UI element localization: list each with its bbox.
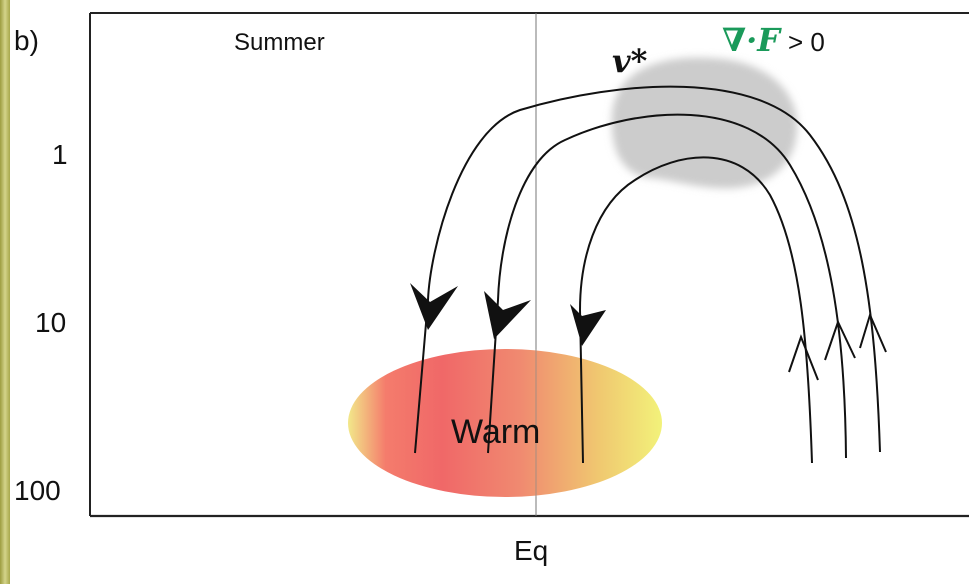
y-tick-label: 1 (52, 139, 68, 170)
season-label: Summer (234, 29, 325, 56)
flux-divergence-label: ∇·F> 0 (722, 21, 825, 59)
circulation-streamlines (414, 85, 881, 464)
plot-frame (89, 12, 969, 516)
side-strip (0, 0, 10, 584)
arrowhead-down-outer (410, 283, 458, 330)
arrowhead-down-middle (484, 291, 531, 339)
warm-label: Warm (451, 413, 540, 451)
upward-arrowheads (788, 312, 887, 381)
x-tick-label-equator: Eq (514, 535, 548, 566)
arrowhead-up-outer (859, 312, 887, 353)
arrowhead-up-middle (824, 319, 856, 361)
flux-relation: > 0 (788, 27, 825, 57)
y-tick-label: 10 (35, 307, 66, 338)
streamline-outer (414, 85, 881, 454)
arrowhead-down-inner (570, 304, 606, 346)
forcing-region (611, 57, 798, 189)
streamline-inner (578, 156, 813, 464)
flux-operator: ∇· (722, 21, 757, 59)
streamline-middle (487, 113, 847, 459)
downward-arrowheads (410, 283, 606, 346)
panel-label: b) (14, 25, 39, 56)
velocity-label: v* (612, 42, 648, 80)
arrowhead-up-inner (788, 334, 819, 381)
flux-variable: F (756, 21, 782, 59)
y-tick-label: 100 (14, 475, 61, 506)
